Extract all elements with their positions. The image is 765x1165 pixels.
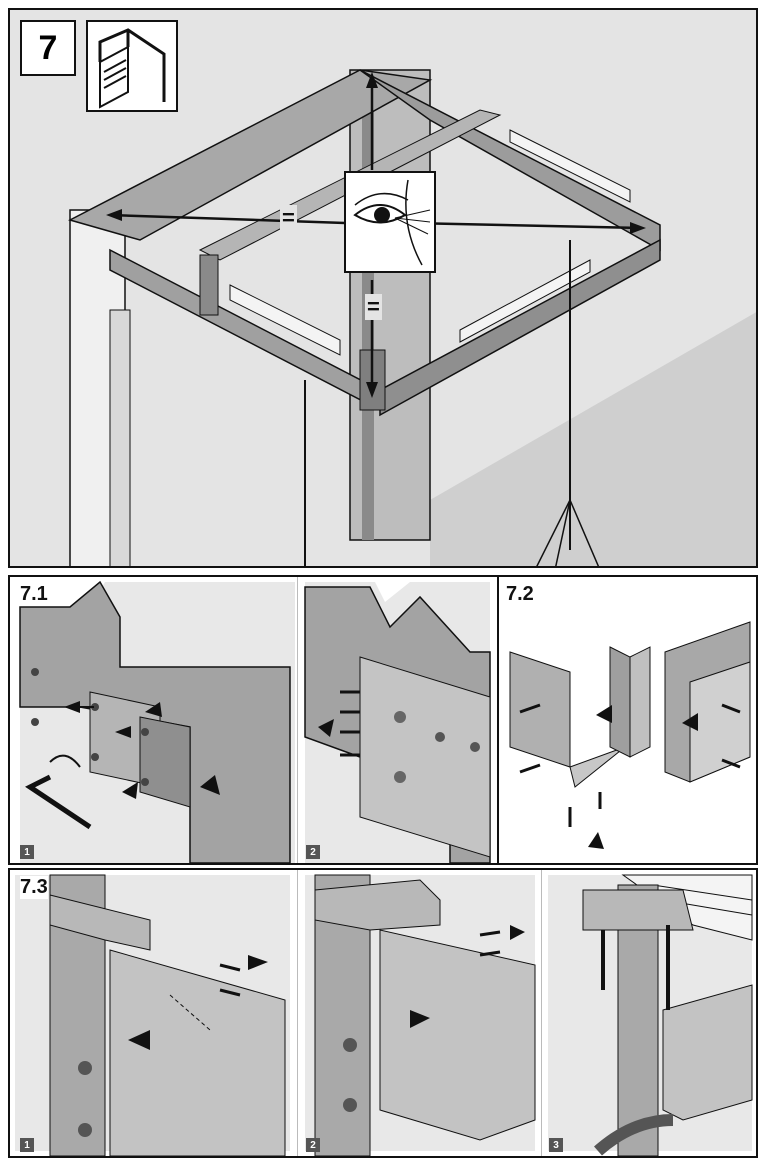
divider-7-1 (297, 577, 298, 863)
step-7-2-title: 7.2 (506, 583, 534, 605)
step-7-3-sub-2: 2 (306, 1138, 320, 1152)
step-7-1-7-2-panel: 7.1 1 2 7.2 (8, 575, 758, 865)
step-7-3-title: 7.3 (20, 876, 48, 899)
step-7-3-panel: 7.3 1 2 3 (8, 868, 758, 1158)
equal-mark-vertical: = (365, 294, 382, 320)
step-7-2-illustration (509, 621, 751, 849)
step-7-3-sub-3: 3 (549, 1138, 563, 1152)
divider-7-2 (497, 577, 499, 863)
divider-7-3b (541, 870, 542, 1156)
step-7-3-2-illustration (305, 874, 536, 1156)
step-7-3-3-illustration (548, 874, 753, 1156)
step-7-3-1-illustration (15, 874, 290, 1156)
step-7-panel: = = 7 (8, 8, 758, 568)
step-7-1-title: 7.1 (20, 583, 48, 605)
step-7-1-sub-1: 1 (20, 845, 34, 859)
step-number-badge: 7 (20, 20, 76, 76)
equal-mark-left: = (280, 205, 297, 231)
divider-7-3a (297, 870, 298, 1156)
step-7-1-sub-2: 2 (306, 845, 320, 859)
step-7-3-sub-1: 1 (20, 1138, 34, 1152)
frame-step-icon (86, 20, 178, 112)
frame-assembly-illustration (67, 69, 756, 566)
step-7-1-2-illustration (304, 582, 491, 863)
step-7-1-1-illustration (19, 580, 295, 863)
